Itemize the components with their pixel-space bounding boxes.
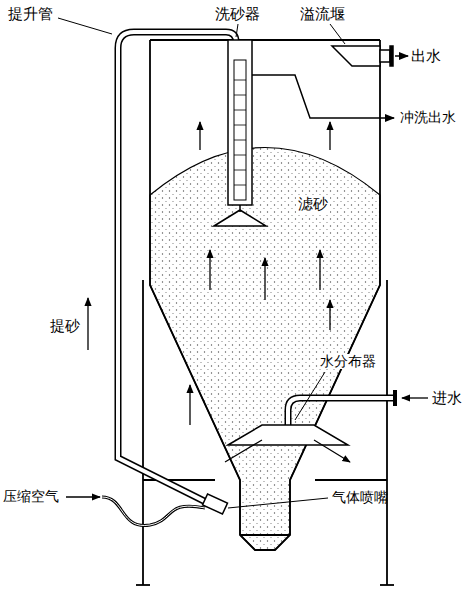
lift-pipe <box>118 32 236 505</box>
overflow-weir <box>390 46 393 66</box>
part-label: 滤砂 <box>296 196 330 213</box>
water-distributor <box>225 440 350 462</box>
gas-nozzle <box>102 497 205 526</box>
overflow-weir <box>332 46 380 66</box>
leader-lines <box>58 18 345 508</box>
flow-arrows <box>209 250 210 290</box>
part-label: 进水 <box>432 390 462 407</box>
sand-washer <box>214 205 266 226</box>
part-label: 提升管 <box>8 6 53 23</box>
part-label: 出水 <box>411 48 441 65</box>
gas-nozzle <box>66 496 100 497</box>
overflow-weir <box>380 50 390 62</box>
part-label: 提砂 <box>50 318 80 335</box>
water-distributor <box>288 398 393 425</box>
flow-arrows <box>190 122 330 425</box>
part-label: 冲洗出水 <box>400 110 456 125</box>
flow-arrows <box>319 250 320 290</box>
support-legs <box>386 280 388 585</box>
leader-lines <box>236 24 238 37</box>
water-distributor <box>393 390 397 406</box>
flush-pipe <box>252 75 394 118</box>
leader-lines <box>330 24 345 44</box>
gas-nozzle <box>66 494 228 526</box>
overflow-weir <box>332 46 408 66</box>
leader-lines <box>295 372 325 420</box>
part-label: 气体喷嘴 <box>332 490 388 505</box>
leader-lines <box>228 498 328 508</box>
lift-arrow <box>87 298 88 350</box>
flow-arrows <box>189 385 190 425</box>
water-distributor <box>402 397 428 398</box>
lift-pipe <box>118 32 236 505</box>
tank-shell <box>150 39 380 41</box>
gas-nozzle <box>102 497 205 526</box>
water-distributor <box>225 390 428 462</box>
support-legs <box>136 280 394 585</box>
tank-shell <box>150 40 380 550</box>
flow-arrows <box>329 300 330 330</box>
part-label: 洗砂器 <box>215 6 260 23</box>
sand-washer <box>214 40 266 226</box>
support-legs <box>380 584 394 586</box>
sand-washer <box>228 40 252 205</box>
flush-pipe <box>252 75 394 118</box>
sand-washer <box>234 80 246 185</box>
support-legs <box>142 280 144 585</box>
water-distributor <box>228 425 348 445</box>
lift-pipe <box>118 32 236 505</box>
flow-arrows <box>264 258 265 300</box>
flow-arrows <box>329 122 330 150</box>
part-label: 水分布器 <box>318 354 378 369</box>
water-distributor <box>288 398 393 425</box>
support-legs <box>136 584 150 586</box>
tank-shell <box>240 534 290 536</box>
support-legs <box>315 479 387 481</box>
overflow-weir <box>395 55 408 57</box>
part-label: 压缩空气 <box>3 489 59 504</box>
sand-washer <box>234 60 246 200</box>
flow-arrows <box>199 122 200 150</box>
tank-shell <box>150 40 380 550</box>
gas-nozzle <box>202 494 227 514</box>
part-label: 溢流堰 <box>300 6 345 23</box>
leader-lines <box>58 18 112 34</box>
